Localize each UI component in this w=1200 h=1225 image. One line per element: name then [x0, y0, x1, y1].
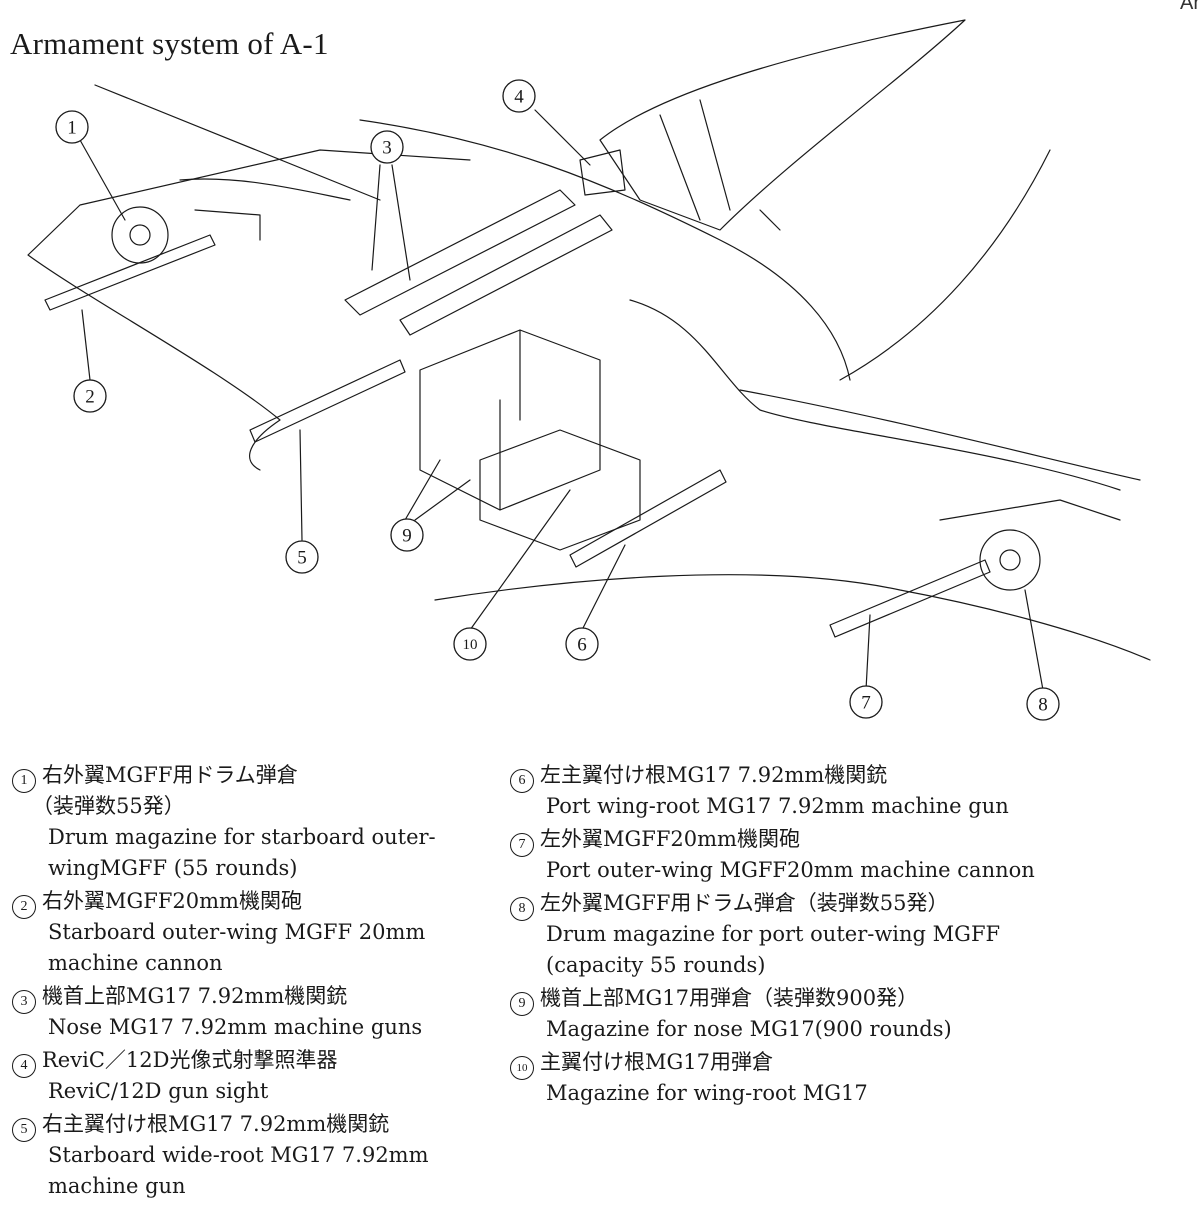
legend-jp-text-2: （装弾数55発）	[32, 794, 185, 818]
legend-number: 7	[510, 833, 534, 857]
legend-number: 5	[12, 1118, 36, 1142]
legend-en-text: Port outer-wing MGFF20mm machine cannon	[546, 858, 1035, 882]
callout-2-label: 2	[85, 387, 95, 408]
port-cannon	[829, 499, 1121, 638]
legend-jp-text: 右主翼付け根MG17 7.92mm機関銃	[42, 1112, 390, 1136]
legend-number: 9	[510, 992, 534, 1016]
legend-number: 4	[12, 1054, 36, 1078]
callout-8-label: 8	[1038, 695, 1048, 716]
leader-9	[404, 459, 471, 521]
leader-4	[534, 109, 591, 166]
leader-3	[371, 164, 411, 281]
legend-jp-text: 機首上部MG17 7.92mm機関銃	[42, 984, 348, 1008]
leader-6	[581, 544, 626, 631]
gun-sight	[579, 149, 781, 231]
callout-6-label: 6	[577, 635, 587, 656]
starboard-wing-outline	[27, 84, 471, 471]
ammo-feed-line	[629, 299, 1121, 491]
legend-jp-text: 左主翼付け根MG17 7.92mm機関銃	[540, 763, 888, 787]
callout-5-label: 5	[297, 548, 307, 569]
legend-number: 3	[12, 990, 36, 1014]
legend-en-text: Drum magazine for port outer-wing MGFF	[546, 922, 1001, 946]
callout-9-label: 9	[402, 526, 412, 547]
callout-4: 4	[502, 79, 536, 113]
legend-en-text: Nose MG17 7.92mm machine guns	[48, 1015, 423, 1039]
callout-3-label: 3	[382, 138, 392, 159]
leader-7	[865, 614, 871, 691]
legend-number: 6	[510, 769, 534, 793]
legend-jp-text: 右外翼MGFF用ドラム弾倉	[42, 763, 298, 787]
legend-jp-text: 主翼付け根MG17用弾倉	[540, 1050, 773, 1074]
canopy-frame	[659, 99, 731, 221]
callout-5: 5	[285, 540, 319, 574]
callout-6: 6	[565, 627, 599, 661]
callout-10-label: 10	[463, 637, 478, 653]
legend-en-text: Magazine for wing-root MG17	[546, 1081, 868, 1105]
starboard-feed-line	[179, 178, 351, 201]
legend-en-text: machine cannon	[48, 951, 223, 975]
callout-7-label: 7	[861, 693, 871, 714]
leader-8	[1024, 589, 1044, 691]
nose-gun-right	[399, 214, 613, 336]
callout-4-label: 4	[514, 87, 524, 108]
legend-number: 8	[510, 897, 534, 921]
legend-en-text: wingMGFF (55 rounds)	[48, 856, 298, 880]
callout-10: 10	[453, 627, 487, 661]
leader-5	[299, 429, 303, 541]
leader-10	[469, 489, 571, 631]
legend-en-text: Starboard wide-root MG17 7.92mm	[48, 1143, 429, 1167]
leader-1	[79, 139, 126, 221]
legend-en-text: Magazine for nose MG17(900 rounds)	[546, 1017, 952, 1041]
legend-jp-text: 機首上部MG17用弾倉（装弾数900発）	[540, 986, 919, 1010]
callout-9: 9	[390, 518, 424, 552]
port-wing-outline	[434, 149, 1151, 661]
starboard-root-gun	[249, 359, 406, 443]
legend-jp-text: ReviC／12D光像式射撃照準器	[42, 1048, 338, 1072]
armament-cutaway-diagram: 1 2 3 4 5 6 7 8 9 10	[27, 19, 1151, 721]
legend-number: 1	[12, 769, 36, 793]
callout-2: 2	[73, 379, 107, 413]
legend-number: 2	[12, 895, 36, 919]
callout-1: 1	[55, 110, 89, 144]
legend-en-text: Starboard outer-wing MGFF 20mm	[48, 920, 426, 944]
legend-number: 10	[510, 1056, 534, 1080]
starboard-cannon	[44, 209, 261, 311]
leader-2	[81, 309, 91, 381]
diagram-title: Armament system of A-1	[10, 26, 329, 61]
legend-en-text: ReviC/12D gun sight	[48, 1079, 269, 1103]
nose-gun-left	[344, 189, 576, 316]
legend-en-text: Port wing-root MG17 7.92mm machine gun	[546, 794, 1009, 818]
callout-7: 7	[849, 685, 883, 719]
central-magazine	[419, 329, 601, 511]
callout-3: 3	[370, 130, 404, 164]
legend-jp-text: 右外翼MGFF20mm機関砲	[42, 889, 302, 913]
callout-1-label: 1	[67, 118, 77, 139]
legend-en-text: machine gun	[48, 1174, 186, 1198]
port-root-gun	[569, 469, 727, 568]
fuselage-line	[359, 119, 851, 381]
magazine-box-lower	[479, 429, 641, 551]
legend-en-text: (capacity 55 rounds)	[546, 953, 766, 977]
port-drum	[979, 529, 1041, 591]
legend-en-text: Drum magazine for starboard outer-	[48, 825, 436, 849]
page-corner-mark: Ar	[1180, 0, 1200, 14]
legend-jp-text: 左外翼MGFF用ドラム弾倉（装弾数55発）	[540, 891, 949, 915]
callout-8: 8	[1026, 687, 1060, 721]
canopy-outline	[599, 19, 966, 231]
callouts: 1 2 3 4 5 6 7 8 9 10	[55, 79, 1060, 721]
legend-jp-text: 左外翼MGFF20mm機関砲	[540, 827, 800, 851]
